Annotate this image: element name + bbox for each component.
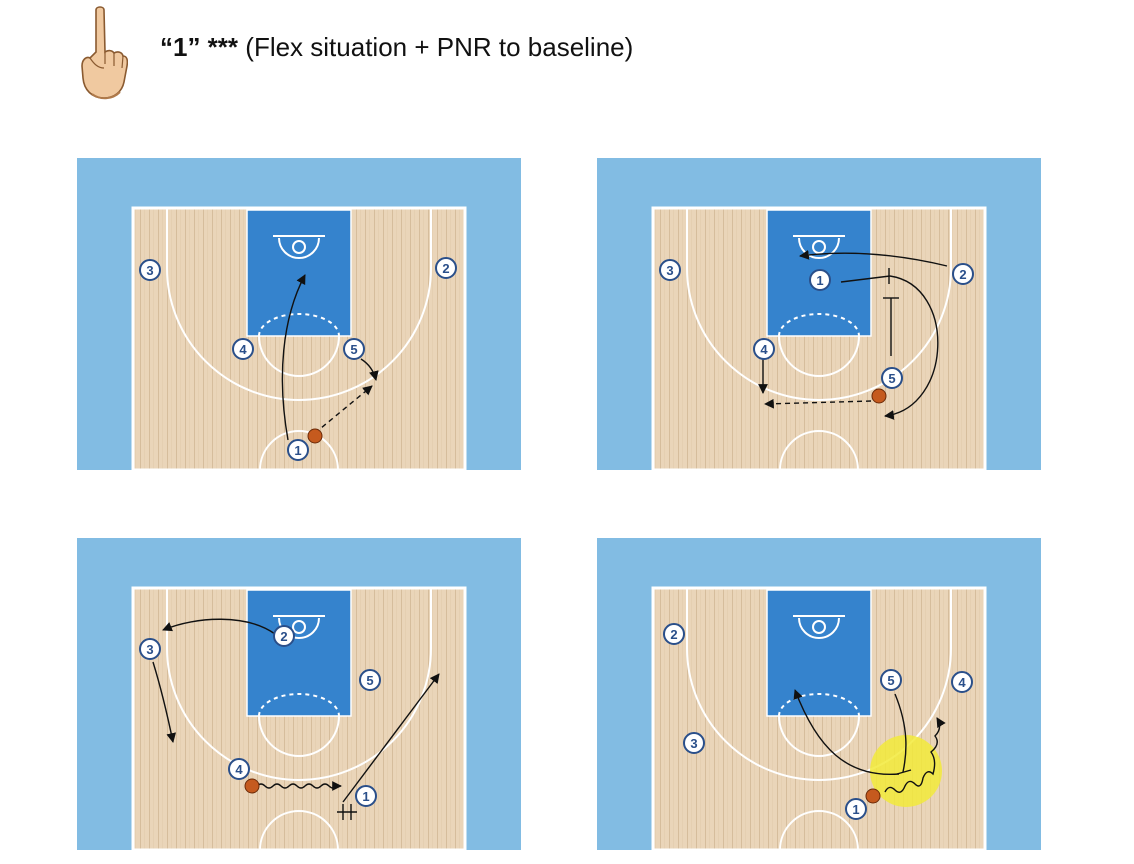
diagram-4: 2 5 4 3 1 [597, 538, 1041, 850]
movement-lines [281, 274, 379, 441]
player-5: 5 [881, 367, 903, 389]
paint [766, 589, 872, 717]
basketball-icon [865, 788, 881, 804]
svg-text:2: 2 [280, 629, 287, 644]
play-description: (Flex situation + PNR to baseline) [245, 32, 634, 62]
players: 3 2 1 4 5 [659, 259, 974, 389]
player-5: 5 [880, 669, 902, 691]
svg-text:2: 2 [959, 267, 966, 282]
basketball-icon [871, 388, 887, 404]
basketball-icon [244, 778, 260, 794]
svg-text:3: 3 [666, 263, 673, 278]
player-3: 3 [139, 259, 161, 281]
play-title: “1” *** (Flex situation + PNR to baselin… [160, 32, 633, 63]
player-4: 4 [228, 758, 250, 780]
diagram-3: 3 2 5 4 1 [77, 538, 521, 850]
player-4: 4 [951, 671, 973, 693]
diagram-1: 3 2 4 5 1 [77, 158, 521, 470]
player-2: 2 [435, 257, 457, 279]
player-2: 2 [952, 263, 974, 285]
player-4: 4 [753, 338, 775, 360]
paint [246, 209, 352, 337]
play-name: “1” *** [160, 32, 239, 62]
svg-text:2: 2 [670, 627, 677, 642]
player-3: 3 [659, 259, 681, 281]
player-1: 1 [355, 785, 377, 807]
players: 2 5 4 3 1 [663, 623, 973, 820]
svg-text:3: 3 [690, 736, 697, 751]
svg-text:5: 5 [888, 371, 895, 386]
player-4: 4 [232, 338, 254, 360]
player-5: 5 [343, 338, 365, 360]
svg-text:1: 1 [852, 802, 859, 817]
player-2: 2 [663, 623, 685, 645]
player-3: 3 [139, 638, 161, 660]
svg-text:1: 1 [362, 789, 369, 804]
svg-text:4: 4 [239, 342, 247, 357]
player-2: 2 [273, 625, 295, 647]
svg-text:5: 5 [366, 673, 373, 688]
player-3: 3 [683, 732, 705, 754]
movement-lines [793, 689, 946, 793]
players: 3 2 4 5 1 [139, 257, 457, 461]
court-lines [166, 588, 432, 850]
movement-lines [758, 250, 948, 420]
court-lines [166, 208, 432, 470]
header: “1” *** (Flex situation + PNR to baselin… [0, 0, 1134, 110]
player-1: 1 [845, 798, 867, 820]
diagram-2: 3 2 1 4 5 [597, 158, 1041, 470]
svg-text:5: 5 [350, 342, 357, 357]
court-lines [686, 208, 952, 470]
court-lines [686, 588, 952, 850]
svg-text:1: 1 [294, 443, 301, 458]
players: 3 2 5 4 1 [139, 625, 381, 807]
svg-text:3: 3 [146, 263, 153, 278]
svg-text:5: 5 [887, 673, 894, 688]
svg-text:3: 3 [146, 642, 153, 657]
movement-lines [152, 618, 440, 820]
pointing-finger-icon [81, 6, 128, 100]
svg-text:4: 4 [958, 675, 966, 690]
svg-text:1: 1 [816, 273, 823, 288]
basketball-icon [307, 428, 323, 444]
player-1: 1 [287, 439, 309, 461]
paint [246, 589, 352, 717]
svg-text:4: 4 [760, 342, 768, 357]
svg-text:2: 2 [442, 261, 449, 276]
svg-text:4: 4 [235, 762, 243, 777]
player-5: 5 [359, 669, 381, 691]
player-1: 1 [809, 269, 831, 291]
